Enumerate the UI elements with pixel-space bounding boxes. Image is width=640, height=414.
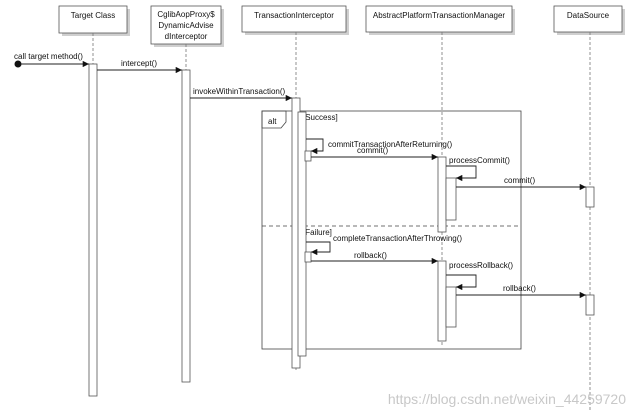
message-invoke-within-transaction-label: invokeWithinTransaction() bbox=[193, 87, 286, 96]
participant-transaction-manager: AbstractPlatformTransactionManager bbox=[365, 5, 515, 35]
participant-transaction-interceptor: TransactionInterceptor bbox=[241, 5, 349, 35]
watermark: https://blog.csdn.net/weixin_44259720 bbox=[388, 391, 626, 407]
activation-datasource-rollback bbox=[585, 294, 595, 316]
activation-manager-process-commit bbox=[445, 177, 457, 221]
participant-cglib-proxy-label-1: CglibAopProxy$ bbox=[157, 10, 215, 19]
activation-target-class bbox=[88, 63, 98, 397]
participant-transaction-manager-label: AbstractPlatformTransactionManager bbox=[373, 11, 506, 20]
participant-target-class-label: Target Class bbox=[71, 11, 115, 20]
activation-interceptor-rollback-self bbox=[304, 251, 312, 263]
message-process-rollback bbox=[446, 274, 477, 291]
activation-manager-process-rollback bbox=[445, 286, 457, 328]
alt-fragment-operator: alt bbox=[268, 117, 277, 126]
message-complete-after-throwing bbox=[306, 241, 331, 256]
message-rollback-label: rollback() bbox=[354, 251, 387, 260]
message-process-rollback-label: processRollback() bbox=[449, 261, 513, 270]
participant-cglib-proxy-label-3: dInterceptor bbox=[165, 32, 208, 41]
start-point bbox=[14, 60, 22, 68]
message-intercept-label: intercept() bbox=[121, 59, 157, 68]
participant-transaction-interceptor-label: TransactionInterceptor bbox=[254, 11, 334, 20]
participant-cglib-proxy-label-2: DynamicAdvise bbox=[158, 21, 214, 30]
message-commit-label: commit() bbox=[357, 146, 388, 155]
activation-datasource-commit bbox=[585, 186, 595, 208]
activation-interceptor-commit-self bbox=[304, 150, 312, 162]
activation-manager-commit bbox=[437, 156, 447, 233]
message-process-commit-label: processCommit() bbox=[449, 156, 510, 165]
message-complete-after-throwing-label: completeTransactionAfterThrowing() bbox=[333, 234, 462, 243]
message-commit-after-returning bbox=[306, 138, 324, 155]
activation-cglib-proxy bbox=[181, 69, 191, 383]
activation-manager-rollback bbox=[437, 260, 447, 342]
participant-cglib-proxy: CglibAopProxy$ DynamicAdvise dIntercepto… bbox=[150, 5, 224, 47]
participant-datasource: DataSource bbox=[553, 5, 625, 35]
message-datasource-rollback-label: rollback() bbox=[503, 284, 536, 293]
alt-guard-success: [Success] bbox=[303, 113, 338, 122]
message-commit-after-returning-label: commitTransactionAfterReturning() bbox=[328, 140, 453, 149]
activation-interceptor-inner bbox=[297, 111, 307, 357]
message-call-target-method-label: call target method() bbox=[14, 52, 83, 61]
alt-guard-failure: [Failure] bbox=[303, 228, 332, 237]
message-datasource-commit-label: commit() bbox=[504, 176, 535, 185]
participant-target-class: Target Class bbox=[58, 5, 130, 36]
message-process-commit bbox=[446, 165, 477, 182]
participant-datasource-label: DataSource bbox=[567, 11, 610, 20]
